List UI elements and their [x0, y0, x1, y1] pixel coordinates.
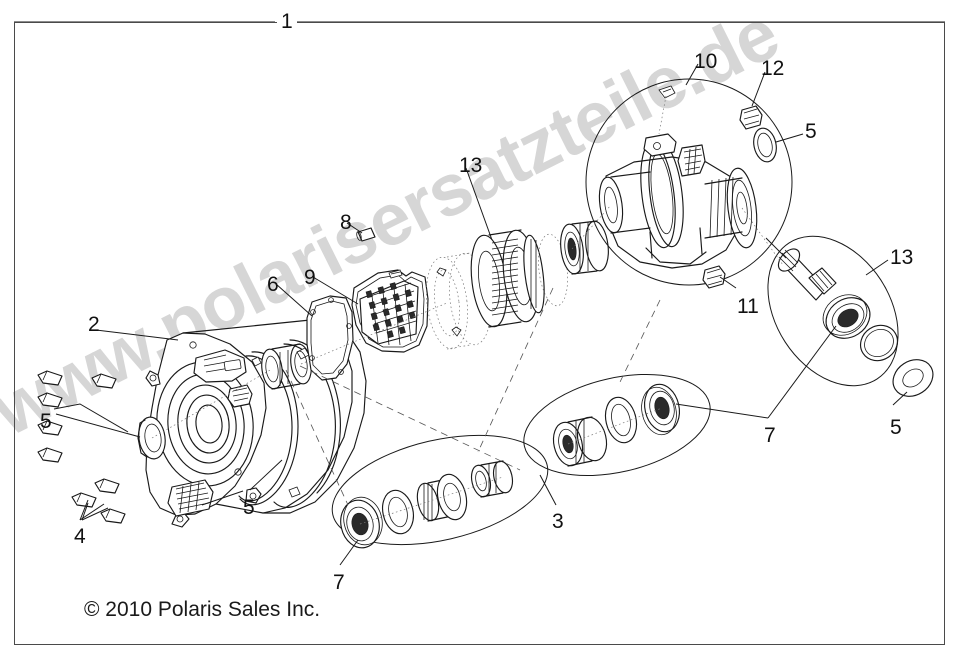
callout-12: 12 [761, 57, 785, 80]
callout-13-center: 13 [459, 154, 483, 177]
callout-5-upper-right: 5 [805, 120, 817, 143]
callout-2: 2 [88, 313, 100, 336]
callout-5-lower-right: 5 [890, 416, 902, 439]
callout-11: 11 [737, 295, 759, 318]
callout-9: 9 [304, 266, 316, 289]
callout-5-left: 5 [40, 410, 52, 433]
callout-7-right: 7 [764, 424, 776, 447]
callout-7-left: 7 [333, 571, 345, 594]
callout-4: 4 [74, 525, 86, 548]
callout-1: 1 [277, 11, 297, 32]
callout-5-center: 5 [243, 496, 255, 519]
callout-3: 3 [552, 510, 564, 533]
callout-6: 6 [267, 273, 279, 296]
callout-13-right: 13 [890, 246, 914, 269]
callout-8: 8 [340, 211, 352, 234]
drawing-frame-border [14, 22, 945, 645]
copyright-notice: © 2010 Polaris Sales Inc. [84, 598, 321, 621]
callout-10: 10 [694, 50, 718, 73]
